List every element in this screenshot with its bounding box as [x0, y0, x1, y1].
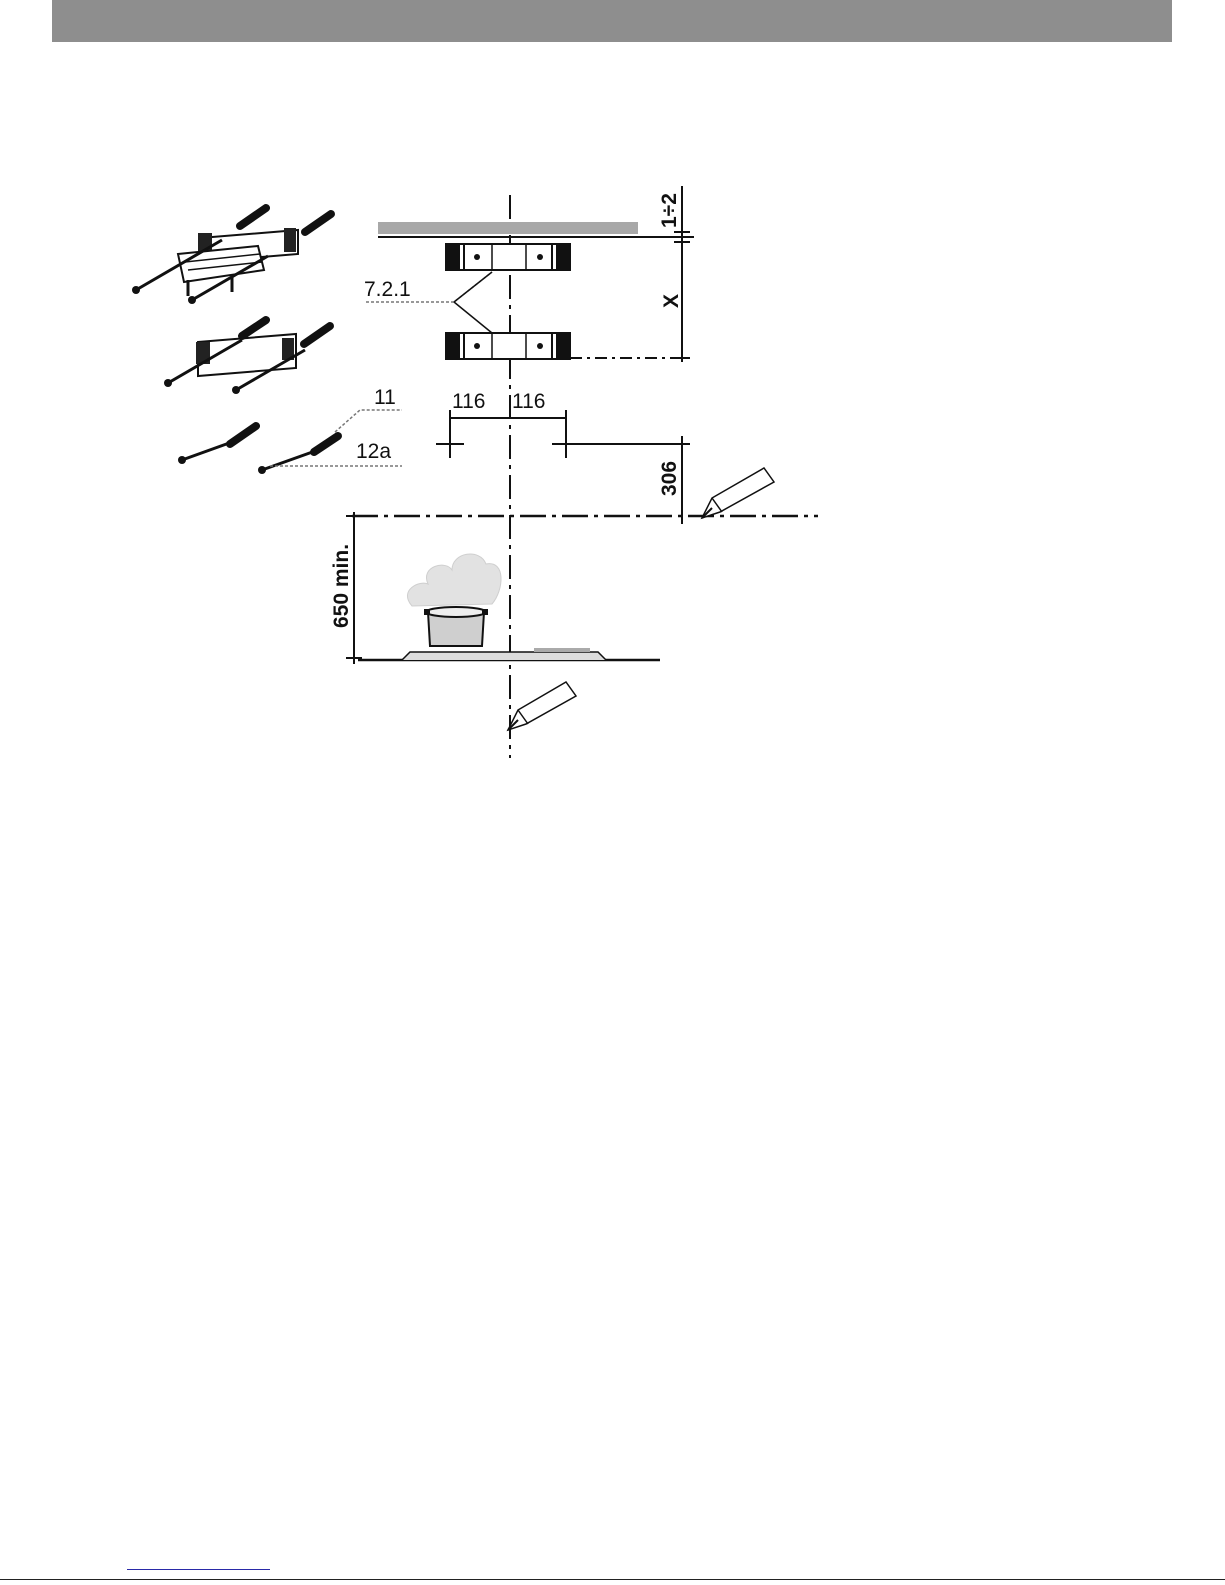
- label-116-right: 116: [512, 390, 545, 413]
- label-11: 11: [374, 386, 396, 409]
- label-306: 306: [658, 461, 681, 496]
- mounting-bracket-top: [446, 244, 570, 270]
- label-650-min: 650 min.: [330, 544, 353, 628]
- bracket-kit-lower-drawing: [164, 320, 330, 394]
- mounting-bracket-bottom: [446, 333, 570, 359]
- footer-link-underline[interactable]: [127, 1569, 270, 1570]
- label-116-left: 116: [452, 390, 485, 413]
- label-x: X: [660, 294, 683, 308]
- label-1-2-gap: 1÷2: [658, 193, 681, 228]
- label-7-2-1: 7.2.1: [364, 278, 411, 301]
- bracket-kit-upper-drawing: [132, 208, 331, 304]
- wall-cabinet-band: [378, 222, 638, 234]
- footer-rule: [0, 1579, 1225, 1580]
- pencil-icon-upper: [702, 468, 774, 518]
- label-12a: 12a: [356, 440, 391, 463]
- pencil-icon-lower: [508, 682, 576, 730]
